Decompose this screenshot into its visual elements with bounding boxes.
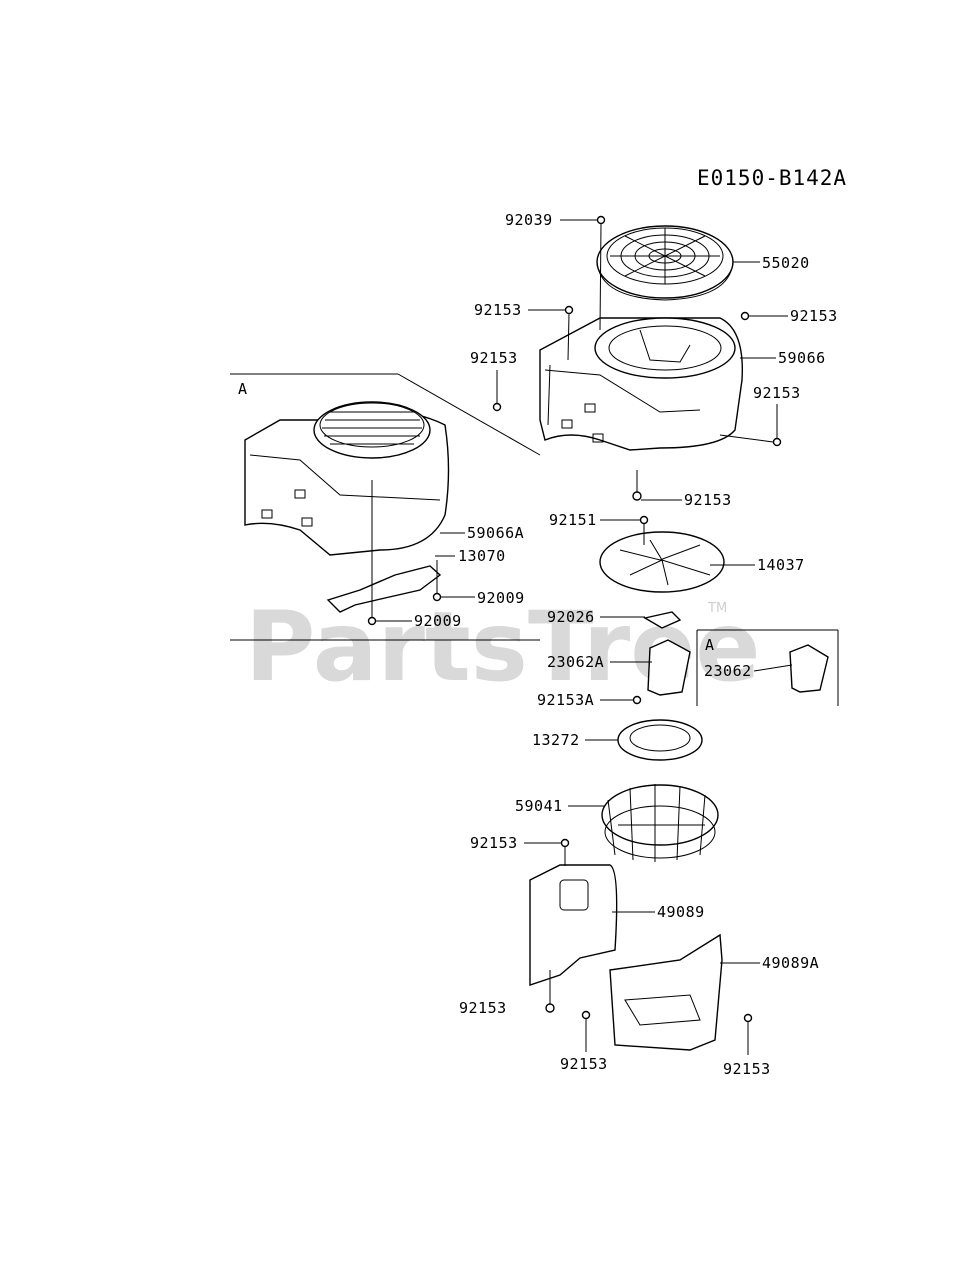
label-23062A: 23062A [547,653,604,671]
label-92153-c: 92153 [470,349,518,367]
label-92153A: 92153A [537,691,594,709]
gasket-13272 [617,719,703,761]
label-23062: 23062 [704,662,752,680]
label-59041: 59041 [515,797,563,815]
cover-49089A [609,933,723,1051]
label-92009-a: 92009 [477,589,525,607]
label-92153-i: 92153 [723,1060,771,1078]
section-a-frame-right: A [696,629,839,706]
guide-23062A [647,639,691,696]
section-mark-a-left: A [238,380,248,398]
label-59066A: 59066A [467,524,524,542]
bracket-92026 [643,611,682,629]
leader-lines [371,219,793,1055]
baffle-13070 [326,565,442,613]
trademark: TM [707,601,727,616]
label-92153-g: 92153 [459,999,507,1017]
section-a-frame-left: A [230,373,541,641]
plate-14037 [599,531,725,593]
label-49089A: 49089A [762,954,819,972]
diagram-code: E0150-B142A [697,166,847,190]
housing-59066A [244,401,450,556]
label-92151: 92151 [549,511,597,529]
label-92153-a: 92153 [474,301,522,319]
housing-59066 [539,317,744,451]
fan-59041 [601,784,719,862]
label-92009-b: 92009 [414,612,462,630]
label-92153-b: 92153 [790,307,838,325]
label-92153-h: 92153 [560,1055,608,1073]
cover-49089 [529,864,618,986]
part-labels: 92039 55020 92153 92153 92153 59066 9215… [414,211,838,1078]
guide-23062 [789,644,829,693]
screen-55020 [596,225,734,301]
label-49089: 49089 [657,903,705,921]
label-92153-f: 92153 [470,834,518,852]
section-mark-a-right: A [705,636,715,654]
label-59066: 59066 [778,349,826,367]
label-92039: 92039 [505,211,553,229]
label-14037: 14037 [757,556,805,574]
label-92153-d: 92153 [753,384,801,402]
label-92026: 92026 [547,608,595,626]
label-55020: 55020 [762,254,810,272]
label-92153-e: 92153 [684,491,732,509]
fasteners [367,215,782,1023]
label-13070: 13070 [458,547,506,565]
label-13272: 13272 [532,731,580,749]
